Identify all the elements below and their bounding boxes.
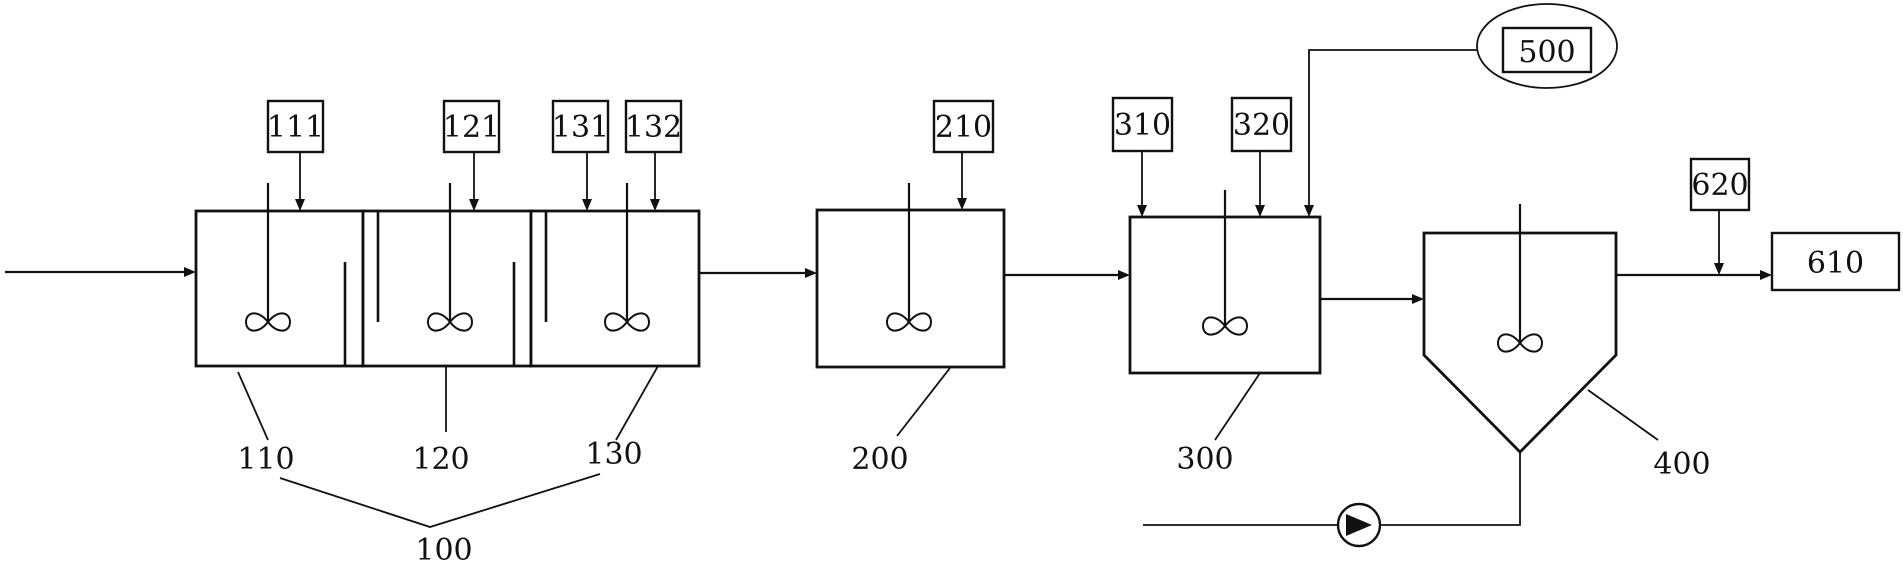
agitator-200: [885, 183, 933, 332]
outlet-line-400-to-610: [1616, 270, 1772, 280]
leader-200: [896, 367, 951, 437]
label-310: 310: [1114, 108, 1171, 143]
tank-130: [529, 209, 701, 368]
label-610: 610: [1807, 246, 1864, 281]
agitator-400: [1496, 204, 1544, 353]
leaders-group-100: [237, 365, 659, 528]
agitator-130: [603, 183, 651, 332]
flow-line-300-to-400: [1320, 294, 1424, 304]
label-131: 131: [552, 110, 609, 145]
leader-400: [1587, 389, 1659, 441]
label-100: 100: [415, 533, 472, 568]
tank-120: [361, 209, 533, 368]
leader-300: [1214, 372, 1261, 441]
agitator-120: [426, 183, 474, 332]
dosing-unit-620: 620: [1689, 157, 1751, 275]
dosing-unit-320: 320: [1230, 96, 1293, 217]
label-300: 300: [1176, 442, 1233, 477]
label-121: 121: [443, 110, 500, 145]
inlet-flow-line: [5, 267, 196, 277]
agitator-110: [244, 183, 292, 332]
label-200: 200: [851, 442, 908, 477]
label-500: 500: [1518, 35, 1575, 70]
label-110: 110: [237, 442, 294, 477]
sludge-return-line: [1143, 452, 1521, 526]
label-210: 210: [935, 110, 992, 145]
dosing-unit-111: 111: [266, 99, 325, 211]
unit-610: 610: [1770, 231, 1901, 292]
flow-line-100-to-200: [699, 268, 817, 278]
pump-icon: [1336, 502, 1382, 548]
agitator-300: [1201, 190, 1249, 336]
flow-line-200-to-300: [1004, 270, 1130, 280]
tank-200: [815, 208, 1006, 369]
label-132: 132: [625, 110, 682, 145]
label-320: 320: [1233, 108, 1290, 143]
label-120: 120: [412, 442, 469, 477]
tank-110: [194, 209, 365, 368]
label-111: 111: [267, 110, 324, 145]
unit-500: 500: [1476, 3, 1618, 89]
label-400: 400: [1653, 447, 1710, 482]
dosing-unit-210: 210: [932, 99, 995, 210]
dosing-unit-131: 131: [551, 99, 610, 211]
label-620: 620: [1691, 168, 1748, 203]
label-130: 130: [585, 437, 642, 472]
tank-group-100: [194, 209, 701, 368]
dosing-unit-310: 310: [1111, 96, 1174, 217]
dosing-unit-132: 132: [624, 99, 683, 211]
feed-line-500-to-300: [1304, 49, 1477, 217]
dosing-unit-121: 121: [442, 99, 501, 211]
